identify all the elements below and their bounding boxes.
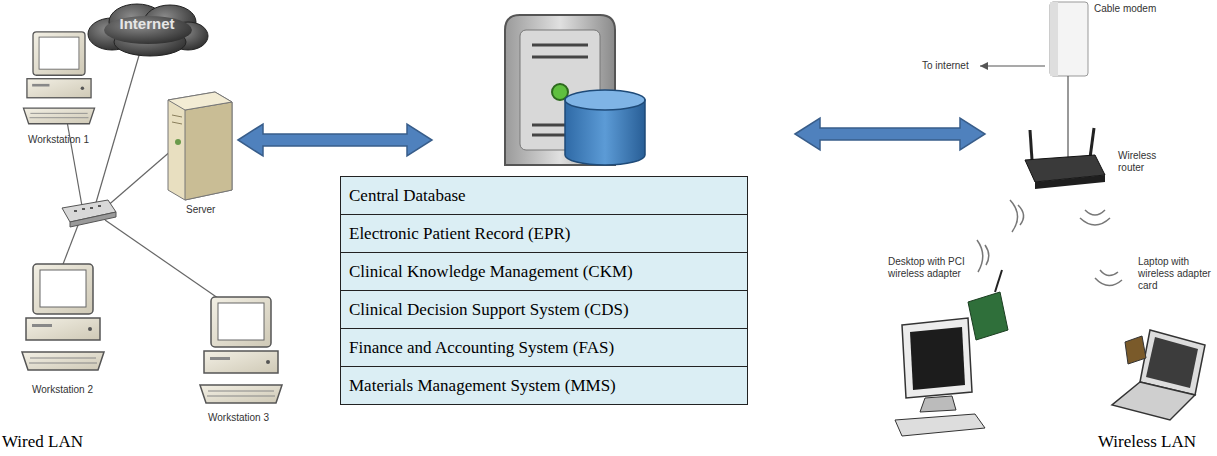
- internet-cloud: Internet: [82, 0, 212, 60]
- device-label: Laptop with wireless adapter card: [1138, 256, 1212, 292]
- row-text: Materials Management System (MMS): [349, 376, 616, 396]
- row-text: Clinical Knowledge Management (CKM): [349, 262, 633, 282]
- row-text: Electronic Patient Record (EPR): [349, 224, 570, 244]
- row-text: Finance and Accounting System (FAS): [349, 338, 614, 358]
- device-label: Cable modem: [1094, 3, 1156, 15]
- row-text: Clinical Decision Support System (CDS): [349, 300, 629, 320]
- system-row: Materials Management System (MMS): [340, 366, 748, 405]
- section-caption: Wireless LAN: [1098, 432, 1196, 452]
- section-caption: Wired LAN: [2, 432, 83, 452]
- system-row: Clinical Knowledge Management (CKM): [340, 252, 748, 291]
- cloud-label: Internet: [119, 15, 174, 32]
- device-label: Desktop with PCI wireless adapter: [888, 256, 966, 280]
- system-row: Central Database: [340, 176, 748, 215]
- device-label: Server: [186, 204, 215, 216]
- device-label: Workstation 3: [208, 412, 269, 424]
- device-label: Workstation 1: [28, 134, 89, 146]
- system-row: Electronic Patient Record (EPR): [340, 214, 748, 253]
- device-label: Wireless router: [1118, 150, 1170, 174]
- system-row: Clinical Decision Support System (CDS): [340, 290, 748, 329]
- device-label: To internet: [922, 60, 969, 72]
- system-row: Finance and Accounting System (FAS): [340, 328, 748, 367]
- device-label: Workstation 2: [32, 384, 93, 396]
- row-text: Central Database: [349, 186, 466, 206]
